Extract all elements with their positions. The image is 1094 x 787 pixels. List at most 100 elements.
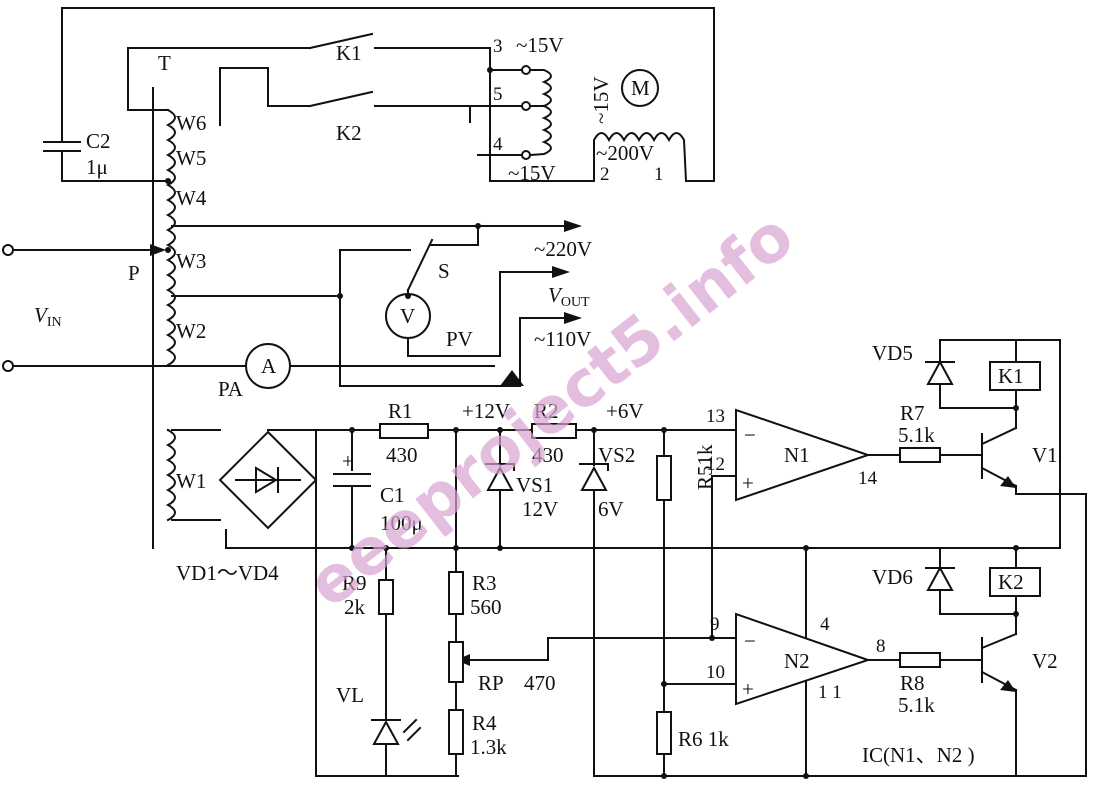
label-vd5: VD5 (872, 341, 913, 365)
input-terminal-2 (2, 360, 14, 372)
label-r4-name: R4 (472, 711, 497, 735)
relay-coil-k1 (989, 361, 1041, 391)
label-r8-value: 5.1k (898, 693, 935, 717)
label-n2-pin11: 1 1 (818, 682, 842, 703)
label-bridge: VD1～VD4 (176, 561, 279, 585)
label-n1-pin13: 13 (706, 406, 725, 427)
switch-s (406, 238, 434, 292)
label-r1-value: 430 (386, 443, 418, 467)
resistor-r6 (656, 711, 672, 755)
diode-vd6 (925, 565, 955, 591)
label-vin-main: V (34, 303, 49, 327)
input-terminal-1 (2, 244, 14, 256)
label-r2-name: R2 (534, 399, 559, 423)
label-ic: IC(N1、N2 ) (862, 743, 975, 767)
label-w2: W2 (176, 319, 206, 343)
label-k1-contact: K1 (336, 41, 362, 65)
resistor-r3 (448, 571, 464, 615)
label-k1-coil: K1 (998, 364, 1024, 388)
label-r9-value: 2k (344, 595, 366, 619)
relay-contacts (308, 32, 374, 108)
label-c1-plus: + (342, 449, 354, 473)
label-r8-name: R8 (900, 671, 925, 695)
motor (593, 69, 688, 183)
led-vl (371, 718, 422, 745)
label-c1-value: 100μ (380, 511, 423, 535)
label-r2-value: 430 (532, 443, 564, 467)
capacitor-c1 (333, 473, 371, 501)
label-n2-pin4: 4 (820, 614, 830, 635)
resistor-r1 (379, 423, 429, 439)
bridge-rectifier (218, 430, 318, 530)
label-rail12: +12V (462, 399, 510, 423)
transistor-v1 (980, 426, 1018, 495)
zener-vs2 (579, 463, 609, 491)
label-switch-s: S (438, 259, 450, 283)
label-w1: W1 (176, 469, 206, 493)
arrows (150, 220, 582, 666)
label-vin-sub: IN (47, 315, 62, 330)
label-vin: VIN (34, 303, 62, 330)
diode-vd5 (925, 359, 955, 385)
label-motor-pin1: 1 (654, 164, 664, 185)
label-w6: W6 (176, 111, 206, 135)
transformer-coil (165, 108, 176, 522)
label-vout-main: V (548, 283, 563, 307)
label-n1-plus: + (742, 471, 754, 495)
label-r3-value: 560 (470, 595, 502, 619)
label-top-15v: ~15V (516, 33, 564, 57)
label-n1-pin14: 14 (858, 468, 878, 489)
label-n2: N2 (784, 649, 810, 673)
label-v2: V2 (1032, 649, 1058, 673)
label-w5: W5 (176, 146, 206, 170)
label-r9-name: R9 (342, 571, 367, 595)
label-w3: W3 (176, 249, 206, 273)
label-n1-minus: − (744, 423, 756, 447)
resistor-r8 (899, 652, 941, 668)
label-vout: VOUT (548, 283, 590, 310)
transistor-v2 (980, 632, 1018, 692)
resistor-r9 (378, 579, 394, 615)
label-vout-sub: OUT (561, 295, 590, 310)
label-rp-value: 470 (524, 671, 556, 695)
zener-vs1 (485, 463, 515, 491)
label-n1-pin12: 12 (706, 454, 725, 475)
label-n2-pin10: 10 (706, 662, 725, 683)
label-pv: PV (446, 327, 473, 351)
label-r1-name: R1 (388, 399, 413, 423)
label-n2-pin9: 9 (710, 614, 720, 635)
label-r6: R6 1k (678, 727, 729, 751)
label-motor-voltage: ~200V (596, 141, 654, 165)
label-n2-pin8: 8 (876, 636, 886, 657)
label-vs2-name: VS2 (598, 443, 635, 467)
label-ammeter: A (261, 354, 277, 378)
label-r3-name: R3 (472, 571, 497, 595)
tapped-coil (521, 65, 552, 160)
label-pa: PA (218, 377, 244, 401)
label-tap-p: P (128, 261, 140, 285)
capacitor-c2 (43, 129, 81, 161)
label-voltmeter: V (400, 304, 415, 328)
label-pin5: 5 (493, 84, 503, 105)
label-110v: ~110V (534, 327, 591, 351)
label-r5: R51k (693, 444, 717, 490)
label-k2-contact: K2 (336, 121, 362, 145)
label-n2-minus: − (744, 629, 756, 653)
label-n2-plus: + (742, 677, 754, 701)
label-vs1-value: 12V (522, 497, 558, 521)
potentiometer-rp (448, 641, 464, 683)
label-pin3: 3 (493, 36, 503, 57)
label-r7-value: 5.1k (898, 423, 935, 447)
label-n1: N1 (784, 443, 810, 467)
resistor-r5 (656, 455, 672, 501)
label-w4: W4 (176, 186, 207, 210)
comparator-n2 (735, 612, 872, 706)
watermark-text: eeeproject5.info (294, 199, 807, 623)
label-pin4: 4 (493, 134, 503, 155)
motor-symbol (621, 69, 659, 107)
label-vd6: VD6 (872, 565, 913, 589)
resistor-r2 (531, 423, 577, 439)
label-v1: V1 (1032, 443, 1058, 467)
label-bottom-15v: ~15V (508, 161, 556, 185)
